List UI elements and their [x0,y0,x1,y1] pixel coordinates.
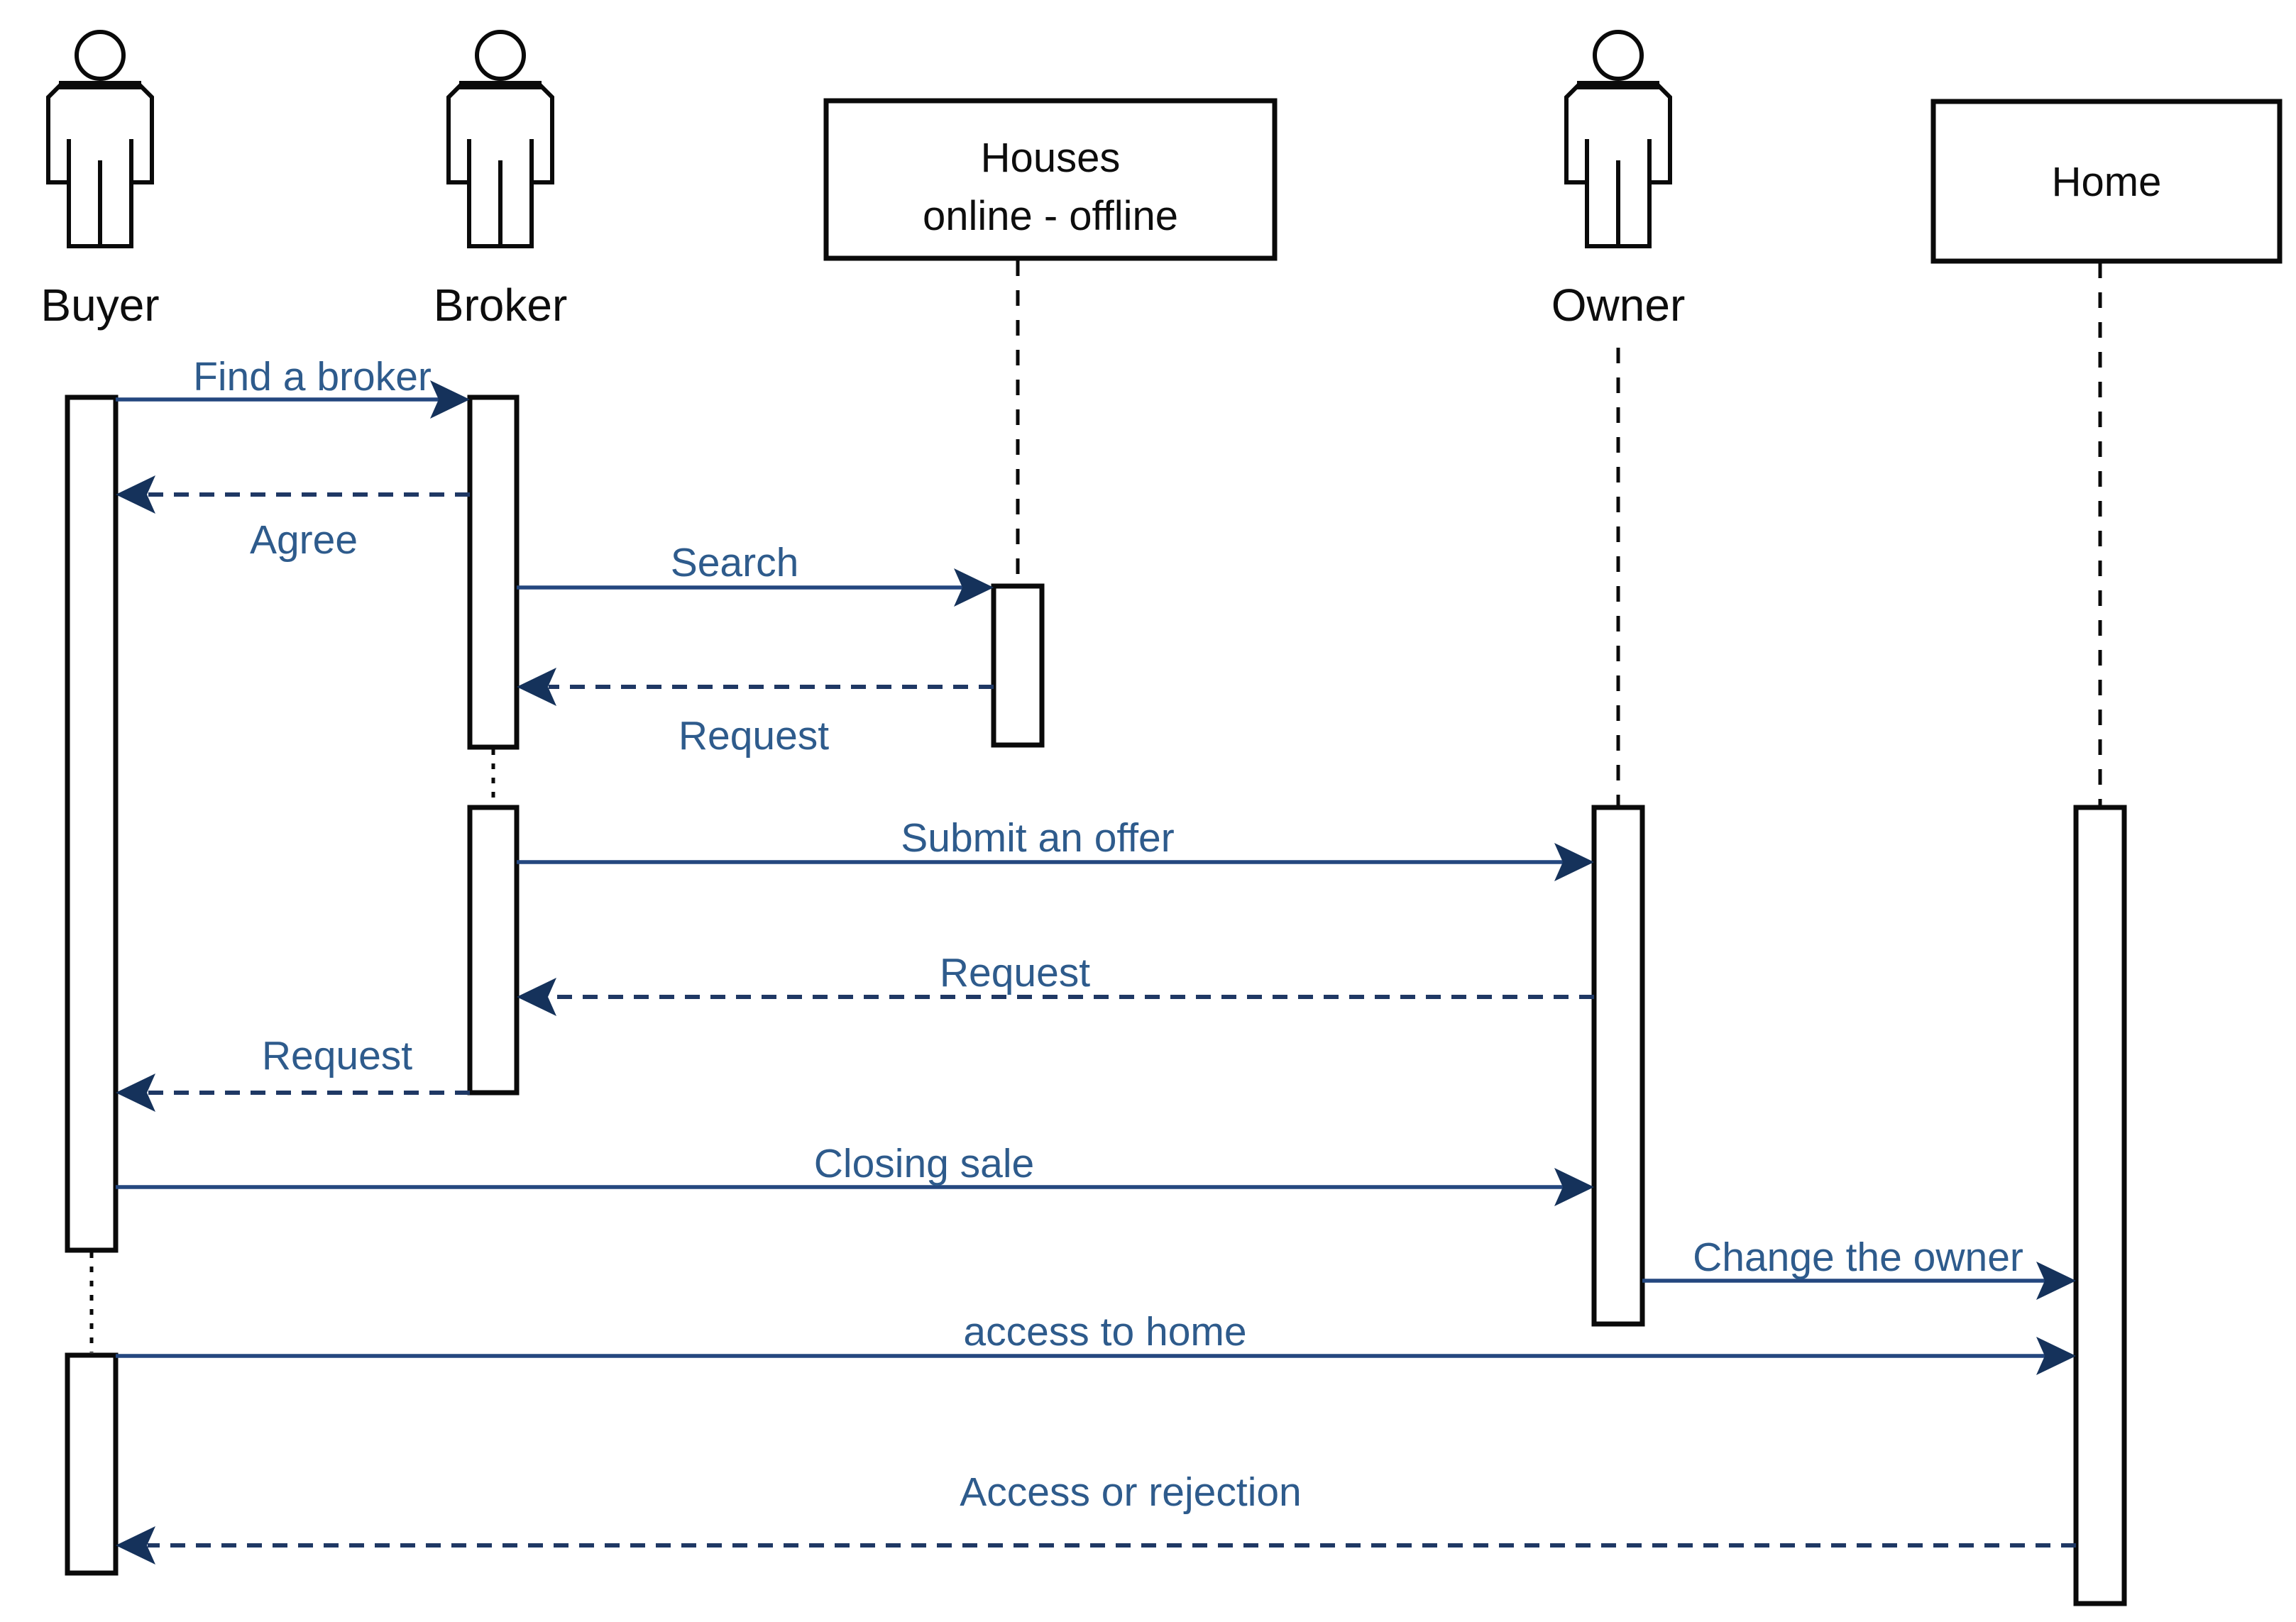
houses-activation [991,583,1045,748]
arrowhead-left [517,978,556,1016]
houses-box [823,98,1278,261]
message-access-to-home: access to home [116,1309,2076,1375]
houses-label-line2: online - offline [923,193,1178,239]
person-icon [46,30,154,248]
message-submit-an-offer: Submit an offer [517,815,1594,881]
message-find-a-broker: Find a broker [116,354,470,419]
arrowhead-right [1554,1168,1594,1206]
arrowhead-right [954,568,994,607]
message-label: Request [679,713,829,758]
participant-houses: Houses online - offline [823,98,1278,748]
participant-broker: Broker [434,30,568,1096]
message-label: Access or rejection [960,1469,1302,1515]
message-request-houses-broker: Request [517,668,994,758]
message-label: Closing sale [814,1141,1035,1186]
buyer-label: Buyer [40,280,159,331]
message-label: Search [671,540,799,585]
message-closing-sale: Closing sale [116,1141,1594,1206]
arrowhead-right [2036,1337,2076,1375]
broker-activation-1 [467,395,520,750]
arrowhead-right [1554,843,1594,881]
participant-buyer: Buyer [40,30,160,1576]
participant-owner: Owner [1551,30,1686,1327]
message-label: Submit an offer [901,815,1175,861]
houses-label-line1: Houses [981,135,1121,181]
buyer-activation-2 [65,1352,119,1576]
message-label: access to home [963,1309,1246,1355]
participant-home: Home [1930,99,2283,1606]
message-label: Find a broker [193,354,432,399]
message-label: Change the owner [1693,1235,2023,1280]
message-search: Search [517,540,994,607]
message-request-broker-buyer: Request [116,1033,470,1112]
arrowhead-right [430,380,470,419]
arrowhead-left [116,1526,155,1565]
home-activation [2073,805,2127,1606]
arrowhead-left [517,668,556,706]
message-agree: Agree [116,475,470,563]
arrowhead-right [2036,1262,2076,1300]
owner-label: Owner [1551,280,1686,331]
message-change-the-owner: Change the owner [1642,1235,2076,1300]
buyer-activation-1 [65,395,119,1253]
person-icon [446,30,554,248]
message-label: Request [262,1033,412,1078]
broker-label: Broker [434,280,568,331]
message-label: Agree [250,517,358,563]
broker-activation-2 [467,805,520,1096]
message-label: Request [940,950,1090,995]
arrowhead-left [116,1074,155,1112]
owner-activation [1591,805,1645,1327]
home-label: Home [2052,159,2162,205]
person-icon [1564,30,1672,248]
home-box [1930,99,2283,264]
message-access-or-rejection: Access or rejection [116,1469,2076,1565]
arrowhead-left [116,475,155,514]
message-request-owner-broker: Request [517,950,1594,1016]
